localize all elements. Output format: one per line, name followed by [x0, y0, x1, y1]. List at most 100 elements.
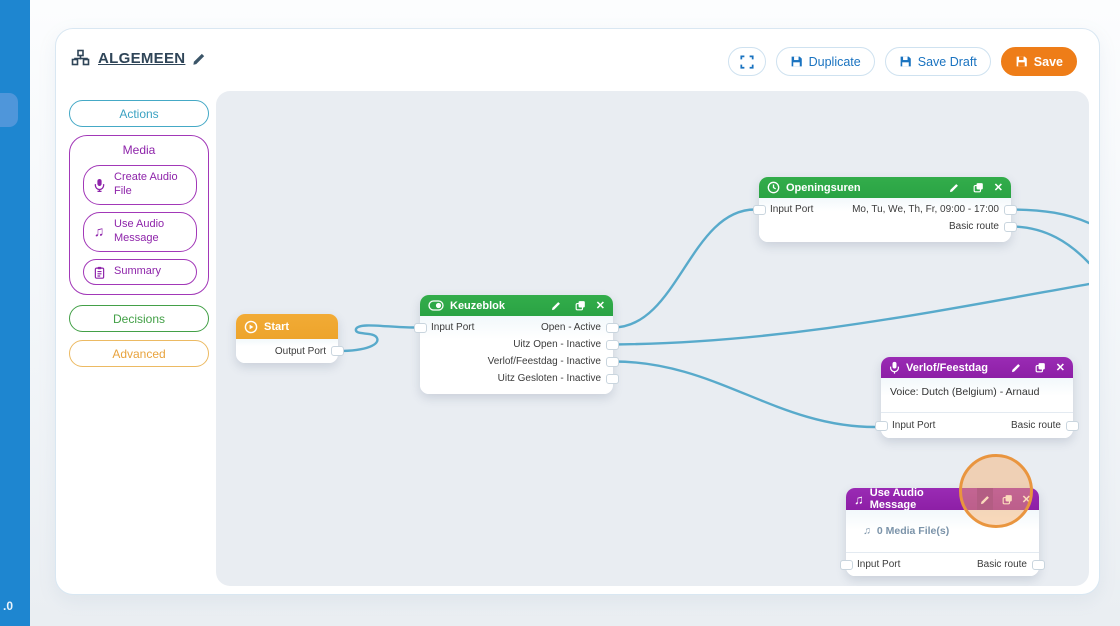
duplicate-node-icon[interactable] — [970, 177, 988, 198]
toolbox-summary[interactable]: Summary — [83, 259, 197, 285]
wire-openingsuren-out-1 — [1013, 208, 1089, 225]
keuzeblok-output-port-1[interactable] — [606, 339, 619, 350]
wire-start-to-keuzeblok — [336, 324, 416, 353]
wire-openingsuren-out-2 — [1013, 225, 1089, 265]
version-label: .0 — [3, 599, 14, 613]
basic-route-label: Basic route — [948, 221, 999, 232]
keuzeblok-input-port[interactable] — [414, 322, 427, 333]
summary-label: Summary — [114, 265, 162, 278]
duplicate-node-icon[interactable] — [999, 488, 1016, 510]
expand-icon — [740, 54, 754, 69]
edit-title-icon[interactable] — [192, 51, 207, 66]
toolbox-use-audio-message[interactable]: ♫ Use Audio Message — [83, 212, 197, 252]
music-note-icon: ♫ — [863, 525, 871, 537]
save-label: Save — [1033, 54, 1063, 69]
toggle-icon — [428, 300, 444, 311]
input-port-label: Input Port — [431, 322, 475, 333]
basic-route-label: Basic route — [1010, 420, 1061, 431]
keuzeblok-output-port-0[interactable] — [606, 322, 619, 333]
openingsuren-output-port-0[interactable] — [1004, 204, 1017, 215]
decisions-label: Decisions — [112, 311, 166, 326]
node-openingsuren[interactable]: Openingsuren ✕ Input Port Mo, Tu, We, Th… — [753, 177, 1017, 242]
start-output-port[interactable] — [331, 346, 344, 356]
create-audio-file-label: Create Audio File — [114, 171, 178, 197]
openingsuren-output-port-1[interactable] — [1004, 221, 1017, 232]
input-port-label: Input Port — [892, 420, 936, 431]
flow-canvas[interactable]: Start Output Port Keuzeblok — [216, 91, 1089, 586]
clock-icon — [767, 181, 780, 194]
left-nav-rail: .0 — [0, 0, 30, 626]
toolbox-create-audio-file[interactable]: Create Audio File — [83, 165, 197, 205]
media-files-count-label: 0 Media File(s) — [876, 525, 950, 537]
actions-label: Actions — [119, 106, 159, 121]
clipboard-icon — [92, 266, 106, 279]
fullscreen-button[interactable] — [727, 47, 766, 76]
sitemap-icon — [71, 49, 90, 66]
edit-node-icon[interactable] — [946, 177, 964, 198]
close-node-icon[interactable]: ✕ — [993, 182, 1003, 194]
wire-keuzeblok-to-verlof — [611, 360, 877, 429]
save-disk-icon — [900, 56, 911, 67]
rail-nav-button[interactable] — [0, 93, 18, 127]
node-keuzeblok[interactable]: Keuzeblok ✕ Input Port Open - Active — [414, 295, 619, 394]
node-keuzeblok-title: Keuzeblok — [450, 299, 506, 312]
save-disk-icon — [1016, 56, 1027, 67]
node-verlof-title: Verlof/Feestdag — [906, 361, 988, 374]
output-port-label: Output Port — [274, 345, 326, 357]
node-openingsuren-header[interactable]: Openingsuren ✕ — [759, 177, 1011, 198]
use-audio-output-port[interactable] — [1032, 559, 1045, 570]
voice-setting-label: Voice: Dutch (Belgium) - Arnaud — [890, 386, 1040, 398]
microphone-icon — [889, 361, 900, 374]
media-group-label: Media — [122, 143, 156, 157]
duplicate-label: Duplicate — [808, 54, 861, 69]
microphone-icon — [92, 178, 106, 192]
basic-route-label: Basic route — [976, 559, 1027, 570]
close-node-icon[interactable]: ✕ — [1021, 493, 1031, 506]
flow-titlebar: ALGEMEEN — [71, 49, 207, 67]
edit-node-icon[interactable] — [976, 488, 994, 510]
close-node-icon[interactable]: ✕ — [1055, 362, 1065, 374]
close-node-icon[interactable]: ✕ — [595, 300, 605, 312]
duplicate-node-icon[interactable] — [572, 295, 590, 316]
save-draft-button[interactable]: Save Draft — [884, 47, 991, 76]
edit-node-icon[interactable] — [1008, 357, 1026, 378]
node-use-audio-title: Use Audio Message — [869, 487, 924, 511]
node-start-header[interactable]: Start — [236, 314, 338, 339]
save-disk-icon — [791, 56, 802, 67]
flow-editor-card: ALGEMEEN Duplicate Save Draft — [55, 28, 1100, 595]
music-note-icon: ♫ — [854, 491, 864, 507]
edit-node-icon[interactable] — [548, 295, 566, 316]
verlof-output-port[interactable] — [1066, 420, 1079, 431]
play-circle-icon — [244, 320, 258, 333]
verlof-input-port[interactable] — [875, 420, 888, 431]
node-keuzeblok-header[interactable]: Keuzeblok ✕ — [420, 295, 613, 316]
save-draft-label: Save Draft — [917, 54, 977, 69]
save-button[interactable]: Save — [1000, 47, 1077, 76]
openingsuren-input-port[interactable] — [753, 204, 766, 215]
output-label: Uitz Gesloten - Inactive — [497, 373, 601, 384]
schedule-label: Mo, Tu, We, Th, Fr, 09:00 - 17:00 — [852, 204, 999, 215]
output-label: Verlof/Feestdag - Inactive — [487, 356, 601, 367]
keuzeblok-output-port-2[interactable] — [606, 356, 619, 367]
toolbox-actions-button[interactable]: Actions — [69, 100, 209, 127]
output-label: Open - Active — [540, 322, 601, 333]
node-verlof-feestdag[interactable]: Verlof/Feestdag ✕ Voice: Dutch (Belgium)… — [875, 357, 1079, 438]
page-title: ALGEMEEN — [98, 49, 186, 67]
node-start-title: Start — [264, 320, 290, 333]
toolbox-decisions-button[interactable]: Decisions — [69, 305, 209, 332]
keuzeblok-output-port-3[interactable] — [606, 373, 619, 384]
use-audio-message-label: Use Audio Message — [114, 218, 165, 244]
advanced-label: Advanced — [112, 346, 166, 361]
music-note-icon: ♫ — [93, 223, 105, 240]
wire-keuzeblok-uitz-open — [611, 282, 1089, 346]
wire-keuzeblok-to-openingsuren — [611, 208, 757, 329]
node-use-audio-header[interactable]: ♫ Use Audio Message ✕ — [846, 487, 1039, 511]
duplicate-button[interactable]: Duplicate — [775, 47, 875, 76]
node-verlof-header[interactable]: Verlof/Feestdag ✕ — [881, 357, 1073, 378]
duplicate-node-icon[interactable] — [1032, 357, 1050, 378]
node-start[interactable]: Start Output Port — [236, 314, 344, 363]
use-audio-input-port[interactable] — [840, 559, 853, 570]
toolbox-advanced-button[interactable]: Advanced — [69, 340, 209, 367]
input-port-label: Input Port — [770, 204, 814, 215]
node-use-audio-message[interactable]: ♫ Use Audio Message ✕ ♫ 0 Media File(s) — [840, 487, 1045, 576]
